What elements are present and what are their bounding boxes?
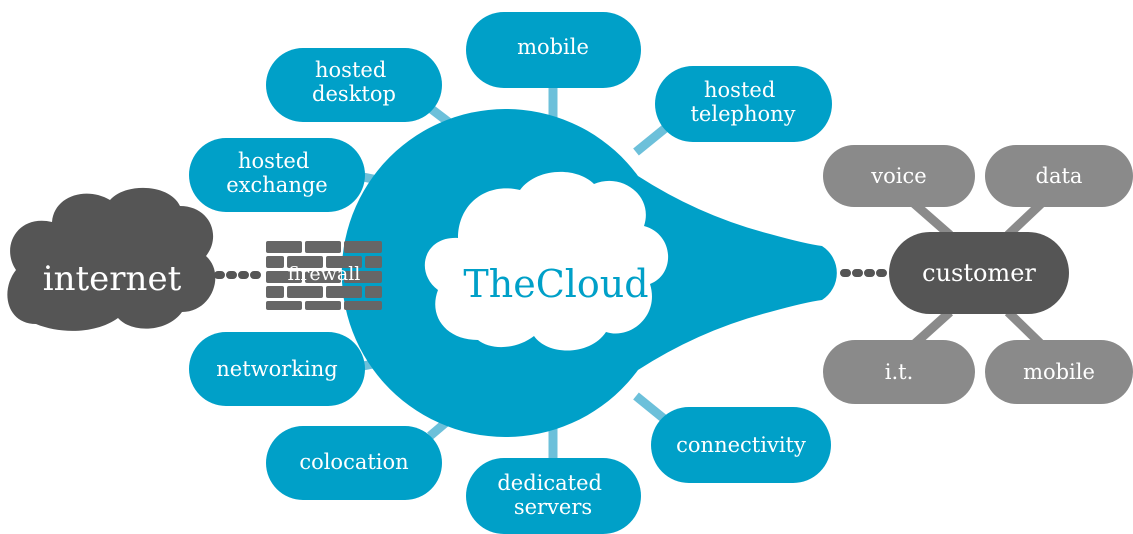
pill-hosted-telephony bbox=[655, 66, 832, 142]
customer-mobile-label: mobile bbox=[1023, 360, 1095, 384]
customer-service-voice[interactable]: voice bbox=[823, 145, 975, 207]
customer-service-it[interactable]: i.t. bbox=[823, 340, 975, 404]
service-networking-label: networking bbox=[216, 357, 337, 381]
pill-mobile bbox=[466, 12, 641, 88]
pill-hosted-desktop bbox=[266, 48, 442, 122]
center-title: TheCloud bbox=[463, 262, 648, 306]
pill-data bbox=[985, 145, 1133, 207]
internet-cloud-icon bbox=[7, 187, 216, 331]
pill-voice bbox=[823, 145, 975, 207]
pill-customer-mobile bbox=[985, 340, 1133, 404]
service-colocation[interactable]: colocation bbox=[266, 426, 442, 500]
service-connectivity-label: connectivity bbox=[676, 433, 806, 457]
customer-label: customer bbox=[922, 259, 1036, 287]
connector-hosted-telephony bbox=[633, 122, 671, 156]
service-colocation-label: colocation bbox=[299, 450, 408, 474]
service-hosted-desktop-label: hosted desktop bbox=[312, 58, 396, 106]
firewall-label: firewall bbox=[288, 263, 361, 285]
pill-hosted-exchange bbox=[189, 138, 365, 212]
service-hosted-telephony-label: hosted telephony bbox=[690, 78, 795, 126]
customer-node[interactable]: customer bbox=[889, 232, 1069, 314]
service-dedicated-servers[interactable]: dedicated servers bbox=[466, 458, 641, 534]
data-label: data bbox=[1036, 164, 1083, 188]
service-connectivity[interactable]: connectivity bbox=[651, 407, 831, 483]
internet-node[interactable]: internet bbox=[7, 187, 216, 331]
service-hosted-desktop[interactable]: hosted desktop bbox=[266, 48, 442, 122]
pill-colocation bbox=[266, 426, 442, 500]
service-mobile[interactable]: mobile bbox=[466, 12, 641, 88]
pill-networking bbox=[189, 332, 365, 406]
pill-customer bbox=[889, 232, 1069, 314]
dotted-links bbox=[214, 269, 894, 279]
pill-connectivity bbox=[651, 407, 831, 483]
firewall-bricks bbox=[266, 241, 382, 310]
pill-it bbox=[823, 340, 975, 404]
service-hosted-telephony[interactable]: hosted telephony bbox=[655, 66, 832, 142]
internet-label: internet bbox=[43, 259, 182, 299]
service-dedicated-servers-label: dedicated servers bbox=[497, 471, 608, 519]
it-label: i.t. bbox=[885, 360, 914, 384]
voice-label: voice bbox=[870, 164, 926, 188]
firewall-node[interactable]: firewall bbox=[266, 241, 382, 310]
customer-service-mobile[interactable]: mobile bbox=[985, 340, 1133, 404]
pill-dedicated-servers bbox=[466, 458, 641, 534]
service-mobile-label: mobile bbox=[517, 35, 589, 59]
cloud-icon bbox=[424, 171, 669, 351]
service-hosted-exchange[interactable]: hosted exchange bbox=[189, 138, 365, 212]
service-networking[interactable]: networking bbox=[189, 332, 365, 406]
customer-service-data[interactable]: data bbox=[985, 145, 1133, 207]
service-hosted-exchange-label: hosted exchange bbox=[226, 149, 327, 197]
